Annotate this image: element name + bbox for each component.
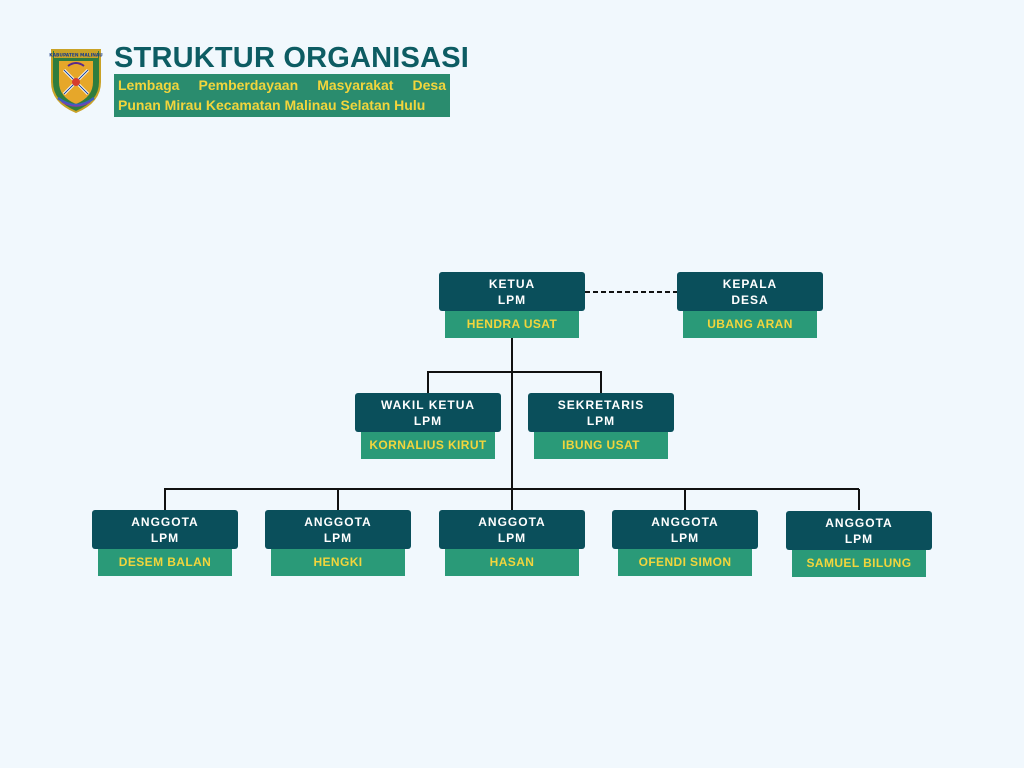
role-title: WAKIL KETUA [380,397,476,412]
role-unit: LPM [323,530,353,545]
member-name: HENDRA USAT [445,311,579,338]
role-box: KETUA LPM [439,272,585,311]
role-title: ANGGOTA [478,514,546,529]
subtitle-line-2: Punan Mirau Kecamatan Malinau Selatan Hu… [118,97,426,113]
role-box: ANGGOTA LPM [612,510,758,549]
member-name: UBANG ARAN [683,311,817,338]
role-title: ANGGOTA [651,514,719,529]
member-name: KORNALIUS KIRUT [361,432,495,459]
member-name: DESEM BALAN [98,549,232,576]
role-box: ANGGOTA LPM [265,510,411,549]
member-name: SAMUEL BILUNG [792,550,926,577]
role-box: SEKRETARIS LPM [528,393,674,432]
role-box: WAKIL KETUA LPM [355,393,501,432]
role-box: KEPALA DESA [677,272,823,311]
role-unit: LPM [413,413,443,428]
role-title: ANGGOTA [131,514,199,529]
page-title: STRUKTUR ORGANISASI [114,42,470,74]
member-name: IBUNG USAT [534,432,668,459]
connector-anggota-left [164,488,339,510]
member-name: OFENDI SIMON [618,549,752,576]
role-unit: LPM [670,530,700,545]
regency-shield-emblem-icon: KABUPATEN MALINAU [49,49,103,114]
role-title: KETUA [488,276,536,291]
role-unit: LPM [497,292,527,307]
member-name: HENGKI [271,549,405,576]
role-box: ANGGOTA LPM [786,511,932,550]
role-unit: LPM [586,413,616,428]
member-name: HASAN [445,549,579,576]
subtitle-line-1: Lembaga Pemberdayaan Masyarakat Desa [118,77,446,93]
role-box: ANGGOTA LPM [439,510,585,549]
role-box: ANGGOTA LPM [92,510,238,549]
page-subtitle: Lembaga Pemberdayaan Masyarakat Desa Pun… [114,74,450,117]
role-unit: LPM [844,531,874,546]
connector-deputies [427,371,602,393]
role-title: SEKRETARIS [557,397,645,412]
logo-banner-text: KABUPATEN MALINAU [49,53,103,59]
role-title: ANGGOTA [825,515,893,530]
role-title: ANGGOTA [304,514,372,529]
role-unit: LPM [497,530,527,545]
role-unit: DESA [731,292,769,307]
role-title: KEPALA [722,276,778,291]
role-unit: LPM [150,530,180,545]
